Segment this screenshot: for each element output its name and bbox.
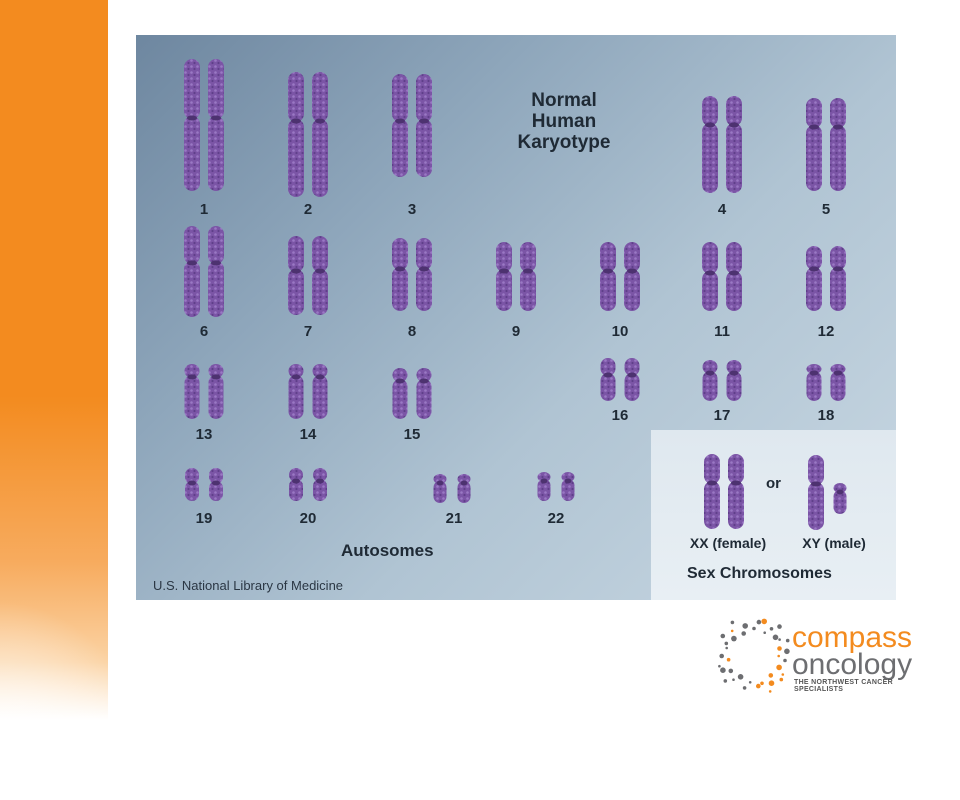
diagram-title: Normal Human Karyotype bbox=[494, 90, 634, 153]
chromosome-label-6: 6 bbox=[199, 323, 209, 340]
chromosome-label-2: 2 bbox=[303, 201, 313, 218]
chromosome-pair-2 bbox=[288, 72, 328, 197]
chromosome-label-8: 8 bbox=[407, 323, 417, 340]
compass-oncology-logo: compass oncology THE NORTHWEST CANCER SP… bbox=[716, 618, 936, 698]
sex-chromosomes-caption: Sex Chromosomes bbox=[687, 565, 832, 582]
karyotype-diagram: Normal Human Karyotype 1 2 3 4 5 6 7 8 9… bbox=[136, 35, 896, 600]
sex-pair-xx bbox=[704, 454, 744, 529]
chromosome-pair-9 bbox=[496, 242, 536, 311]
chromosome-pair-3 bbox=[392, 74, 432, 177]
chromosome-label-10: 10 bbox=[611, 323, 629, 340]
chromosome-pair-4 bbox=[702, 96, 742, 193]
compass-dots-icon bbox=[718, 618, 790, 693]
logo-tagline: THE NORTHWEST CANCER SPECIALISTS bbox=[794, 679, 893, 693]
or-label: or bbox=[766, 475, 781, 492]
credit-text: U.S. National Library of Medicine bbox=[153, 578, 344, 593]
autosomes-caption: Autosomes bbox=[341, 541, 434, 560]
chromosome-pair-1 bbox=[184, 59, 224, 191]
chromosome-label-18: 18 bbox=[817, 407, 835, 424]
title-line-1: Normal bbox=[531, 90, 597, 111]
chromosome-pair-17 bbox=[702, 360, 742, 401]
logo-word-compass: compass bbox=[792, 621, 913, 654]
chromosome-label-4: 4 bbox=[717, 201, 727, 218]
chromosome-pair-7 bbox=[288, 236, 328, 315]
chromosome-pair-18 bbox=[806, 364, 846, 401]
female-label: XX (female) bbox=[689, 535, 767, 551]
sex-chromosome-panel bbox=[651, 430, 896, 600]
chromosome-label-14: 14 bbox=[299, 426, 317, 443]
chromosome-label-1: 1 bbox=[199, 201, 209, 218]
chromosome-drawing bbox=[184, 59, 847, 530]
chromosome-pair-5 bbox=[806, 98, 846, 191]
chromosome-pair-8 bbox=[392, 238, 432, 311]
title-line-3: Karyotype bbox=[517, 132, 611, 153]
sex-pair-xy bbox=[808, 455, 847, 530]
chromosome-pair-21 bbox=[433, 474, 471, 503]
logo-word-oncology: oncology bbox=[792, 648, 913, 681]
chromosome-label-19: 19 bbox=[195, 510, 213, 527]
accent-swoosh bbox=[0, 600, 160, 800]
chromosome-pair-20 bbox=[289, 468, 327, 501]
title-line-2: Human bbox=[531, 111, 597, 132]
chromosome-label-3: 3 bbox=[407, 201, 417, 218]
chromosome-label-12: 12 bbox=[817, 323, 835, 340]
chromosome-pair-11 bbox=[702, 242, 742, 311]
chromosome-pair-14 bbox=[288, 364, 328, 419]
male-label: XY (male) bbox=[802, 535, 866, 551]
chromosome-pair-22 bbox=[537, 472, 575, 501]
chromosome-label-7: 7 bbox=[303, 323, 313, 340]
chromosome-label-13: 13 bbox=[195, 426, 213, 443]
chromosome-label-9: 9 bbox=[511, 323, 521, 340]
chromosome-pair-15 bbox=[392, 368, 432, 419]
chromosome-pair-10 bbox=[600, 242, 640, 311]
chromosome-label-5: 5 bbox=[821, 201, 831, 218]
chromosome-pair-13 bbox=[184, 364, 224, 419]
chromosome-pair-12 bbox=[806, 246, 846, 311]
chromosome-label-15: 15 bbox=[403, 426, 421, 443]
chromosome-label-21: 21 bbox=[445, 510, 463, 527]
chromosome-label-22: 22 bbox=[547, 510, 565, 527]
chromosome-label-11: 11 bbox=[714, 323, 730, 340]
chromosome-pair-6 bbox=[184, 226, 224, 317]
chromosome-label-17: 17 bbox=[713, 407, 731, 424]
chromosome-label-16: 16 bbox=[611, 407, 629, 424]
chromosome-label-20: 20 bbox=[299, 510, 317, 527]
chromosome-pair-16 bbox=[600, 358, 640, 401]
chromosome-pair-19 bbox=[185, 468, 223, 501]
